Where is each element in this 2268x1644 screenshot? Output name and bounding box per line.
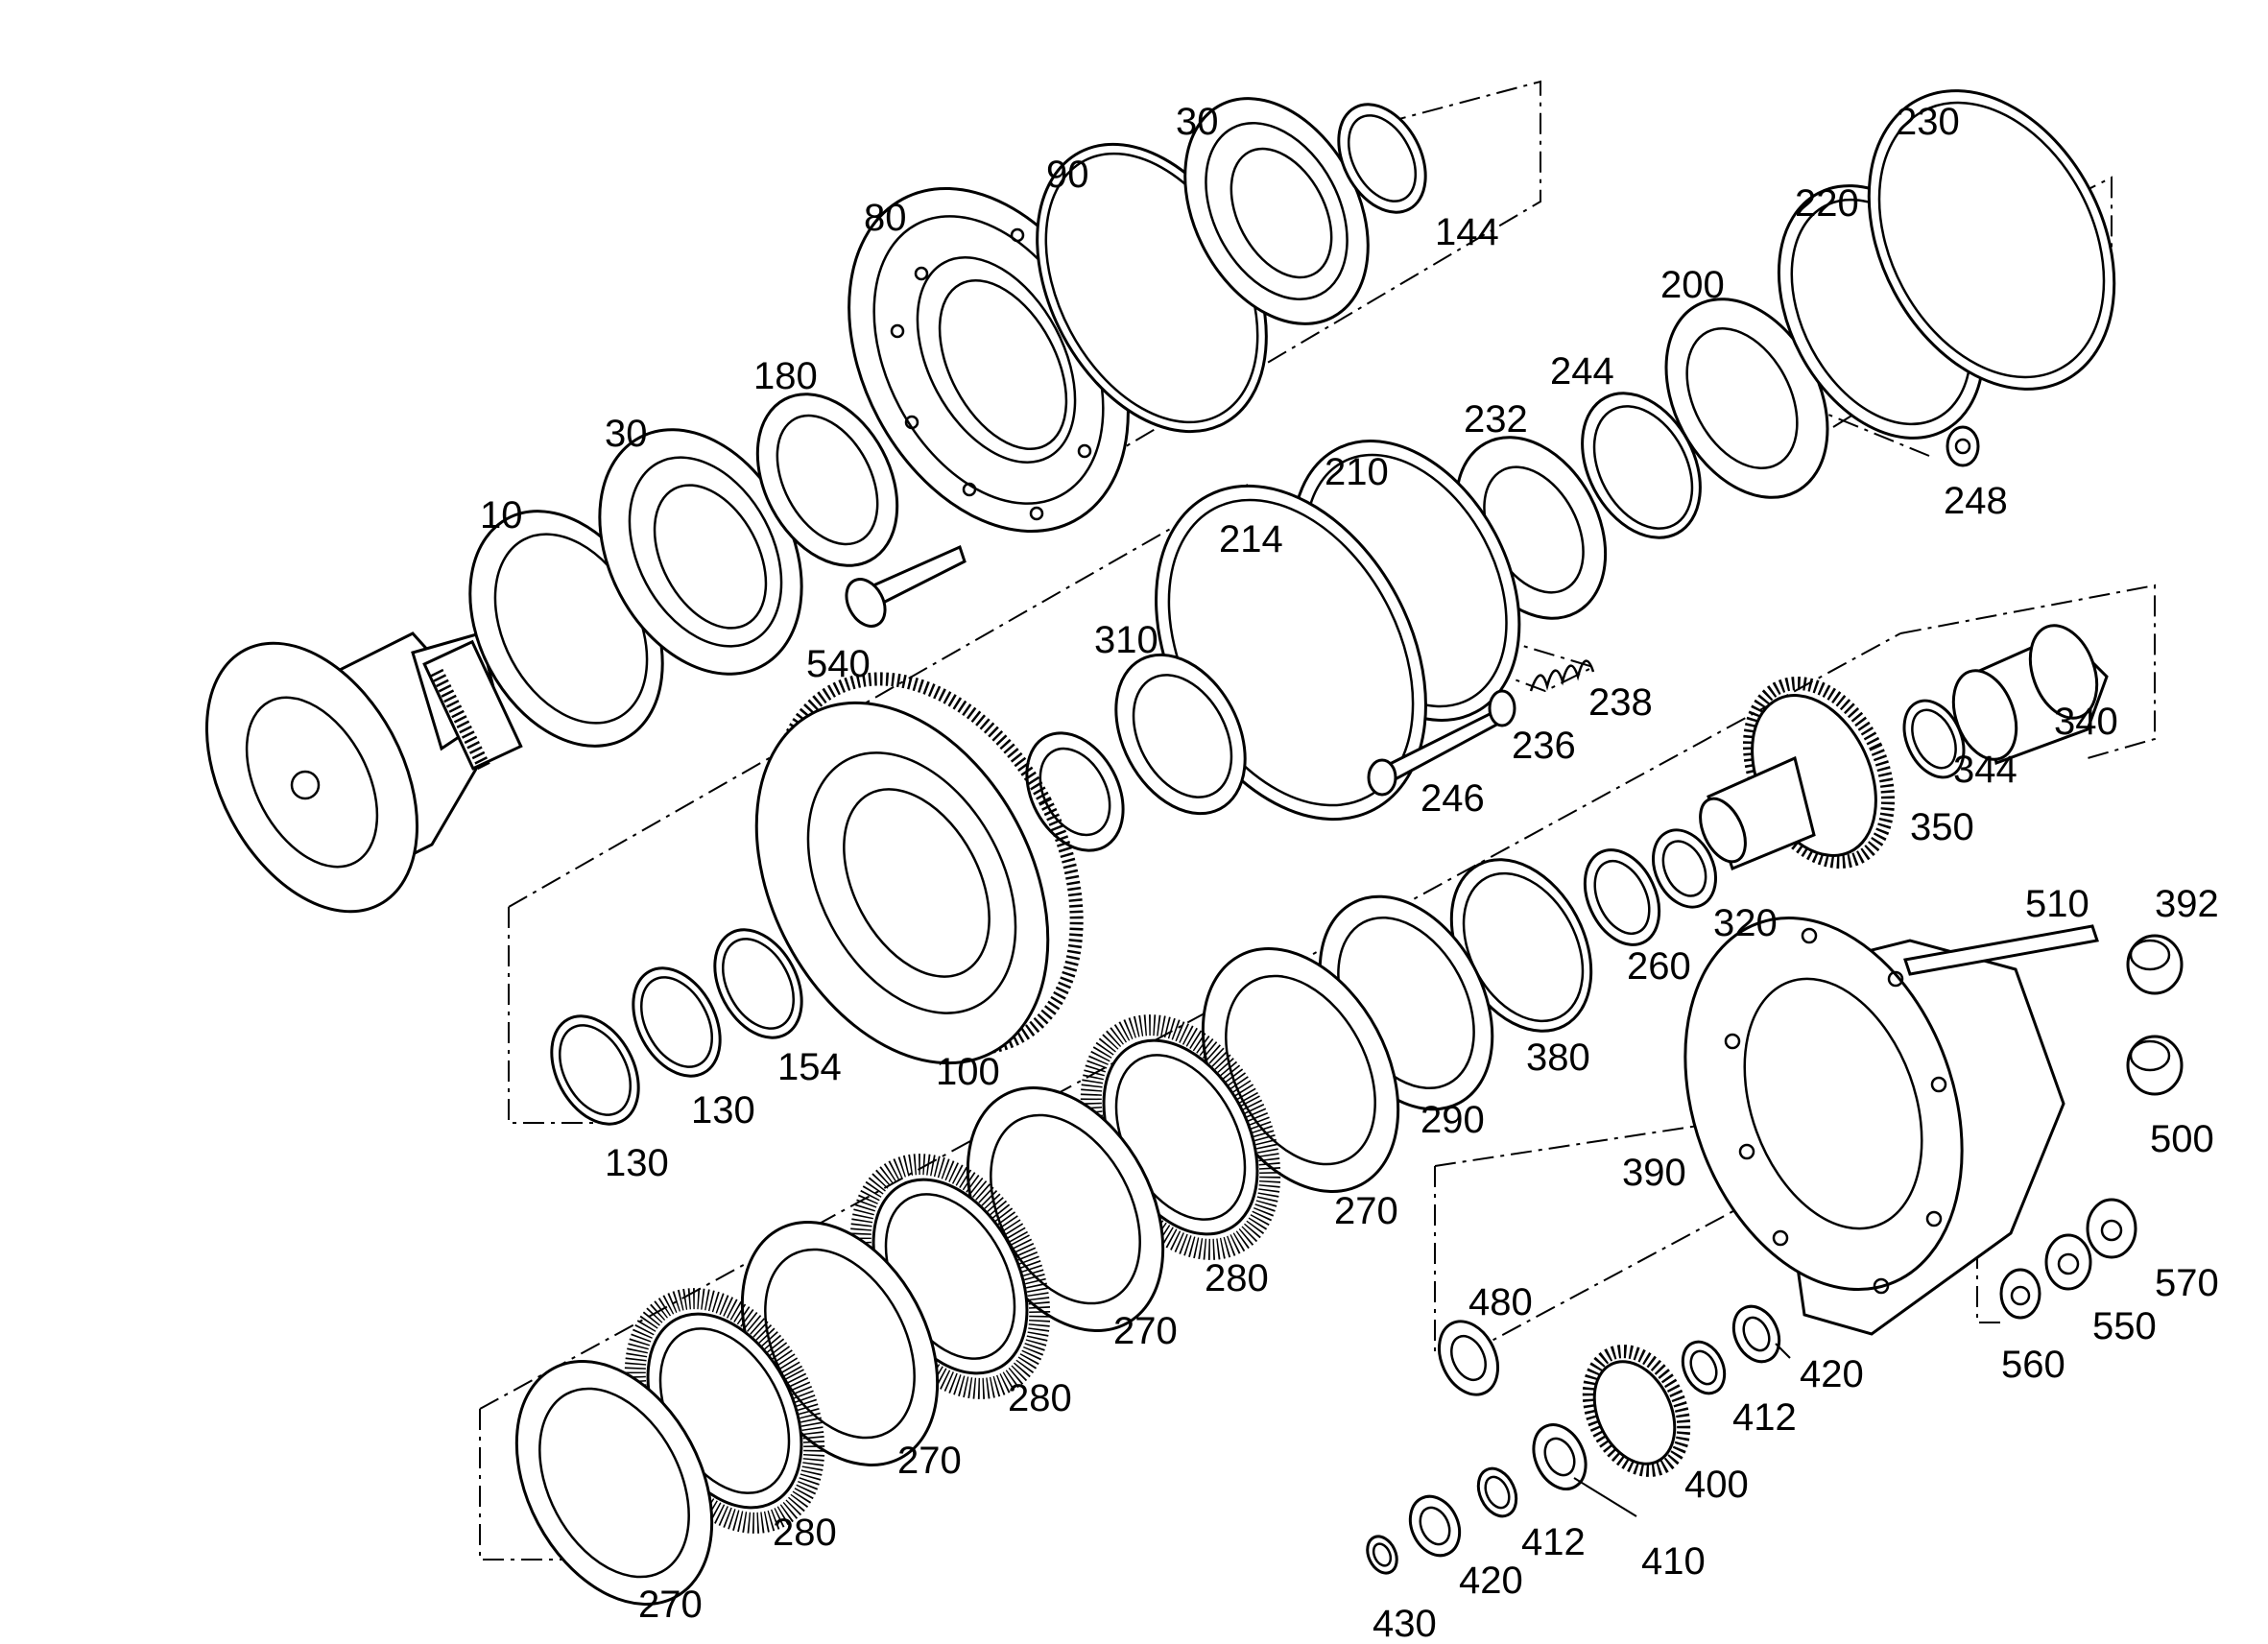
callout-244: 244 — [1550, 350, 1614, 393]
callout-480: 480 — [1468, 1281, 1533, 1323]
callout-540: 540 — [806, 643, 871, 685]
callout-230: 230 — [1896, 101, 1960, 143]
callout-500: 500 — [2150, 1118, 2214, 1160]
callout-560: 560 — [2001, 1344, 2065, 1386]
callout-236: 236 — [1512, 725, 1576, 767]
part-510-bolt — [1903, 924, 2099, 976]
callout-410: 410 — [1641, 1540, 1706, 1583]
callout-220: 220 — [1795, 182, 1859, 225]
callout-280-a: 280 — [1205, 1257, 1269, 1299]
part-236-washer — [1488, 689, 1516, 727]
part-320-washer — [1652, 828, 1717, 909]
callout-550: 550 — [2092, 1305, 2157, 1347]
part-540-bolt — [845, 544, 967, 628]
callout-412-lower: 412 — [1521, 1521, 1586, 1563]
callout-344: 344 — [1953, 749, 2017, 791]
part-412-ring-upper — [1681, 1340, 1727, 1395]
part-flange-hub — [204, 631, 523, 914]
callout-154: 154 — [777, 1046, 842, 1088]
callout-270-a: 270 — [1334, 1190, 1398, 1232]
part-400-gear — [1582, 1345, 1691, 1477]
callout-270-c: 270 — [897, 1440, 962, 1482]
part-420-clip-upper — [1731, 1304, 1781, 1364]
callout-80: 80 — [864, 197, 907, 239]
callout-270-b: 270 — [1113, 1310, 1178, 1352]
part-130-ring-a — [632, 966, 722, 1078]
part-344-ring — [1902, 699, 1966, 779]
part-100-ring-gear — [754, 672, 1084, 1065]
callout-100: 100 — [936, 1051, 1000, 1093]
part-180-spacer — [755, 393, 899, 567]
part-238-spring — [1529, 659, 1595, 692]
callout-310: 310 — [1094, 619, 1158, 661]
callout-412-upper: 412 — [1732, 1396, 1797, 1439]
callout-90: 90 — [1046, 154, 1089, 196]
part-340-shaft — [1951, 624, 2109, 766]
callout-210: 210 — [1325, 451, 1389, 493]
callout-10: 10 — [480, 494, 523, 536]
part-392-plug — [2126, 934, 2184, 995]
part-500-plug — [2126, 1035, 2184, 1096]
part-144-ring — [1337, 103, 1427, 214]
part-260-ring — [1583, 848, 1661, 946]
part-30-bearing-left — [598, 428, 803, 676]
callout-510: 510 — [2025, 883, 2089, 925]
part-560-washer — [1999, 1268, 2041, 1320]
part-570-nut — [2086, 1198, 2137, 1259]
part-154-ring — [713, 928, 803, 1039]
callout-392: 392 — [2155, 883, 2219, 925]
part-550-washer — [2044, 1233, 2092, 1291]
part-310-nut — [1114, 653, 1247, 816]
callout-320: 320 — [1713, 902, 1778, 944]
callout-30-left: 30 — [605, 413, 648, 455]
callout-180: 180 — [753, 355, 818, 397]
callout-420-upper: 420 — [1800, 1353, 1864, 1395]
part-410-bearing — [1532, 1423, 1588, 1490]
callout-280-b: 280 — [1008, 1377, 1072, 1419]
callout-232: 232 — [1464, 398, 1528, 441]
part-390-housing — [1683, 916, 2065, 1336]
callout-400: 400 — [1684, 1464, 1749, 1506]
callout-570: 570 — [2155, 1262, 2219, 1304]
callout-labels: 10 30 180 80 90 30 144 230 220 200 244 2… — [480, 101, 2219, 1644]
part-270-disc-4 — [514, 1360, 714, 1606]
part-130-ring-b — [550, 1014, 640, 1126]
callout-238: 238 — [1588, 681, 1653, 724]
callout-350: 350 — [1910, 806, 1974, 848]
callout-380: 380 — [1526, 1036, 1590, 1079]
part-480-plate — [1438, 1320, 1499, 1396]
callout-420-lower: 420 — [1459, 1560, 1523, 1602]
part-350-gear-shaft — [1699, 677, 1896, 870]
part-420-clip-lower — [1408, 1494, 1462, 1558]
callout-130-b: 130 — [605, 1142, 669, 1184]
callout-260: 260 — [1627, 945, 1691, 988]
callout-248: 248 — [1944, 480, 2008, 522]
callout-130-a: 130 — [691, 1089, 755, 1132]
callout-340: 340 — [2054, 701, 2118, 743]
callout-246: 246 — [1420, 777, 1485, 820]
part-248-plug — [1946, 425, 1980, 467]
callout-144: 144 — [1435, 211, 1499, 253]
callout-290: 290 — [1420, 1099, 1485, 1141]
callout-430: 430 — [1373, 1603, 1437, 1644]
callout-200: 200 — [1660, 264, 1725, 306]
callout-214: 214 — [1219, 518, 1283, 560]
callout-270-d: 270 — [638, 1584, 703, 1626]
part-430-ring — [1366, 1535, 1398, 1575]
part-412-ring-lower — [1476, 1466, 1518, 1518]
callout-30-top: 30 — [1176, 101, 1219, 143]
callout-390: 390 — [1622, 1152, 1686, 1194]
callout-280-c: 280 — [773, 1512, 837, 1554]
part-230-seal — [1867, 89, 2116, 391]
